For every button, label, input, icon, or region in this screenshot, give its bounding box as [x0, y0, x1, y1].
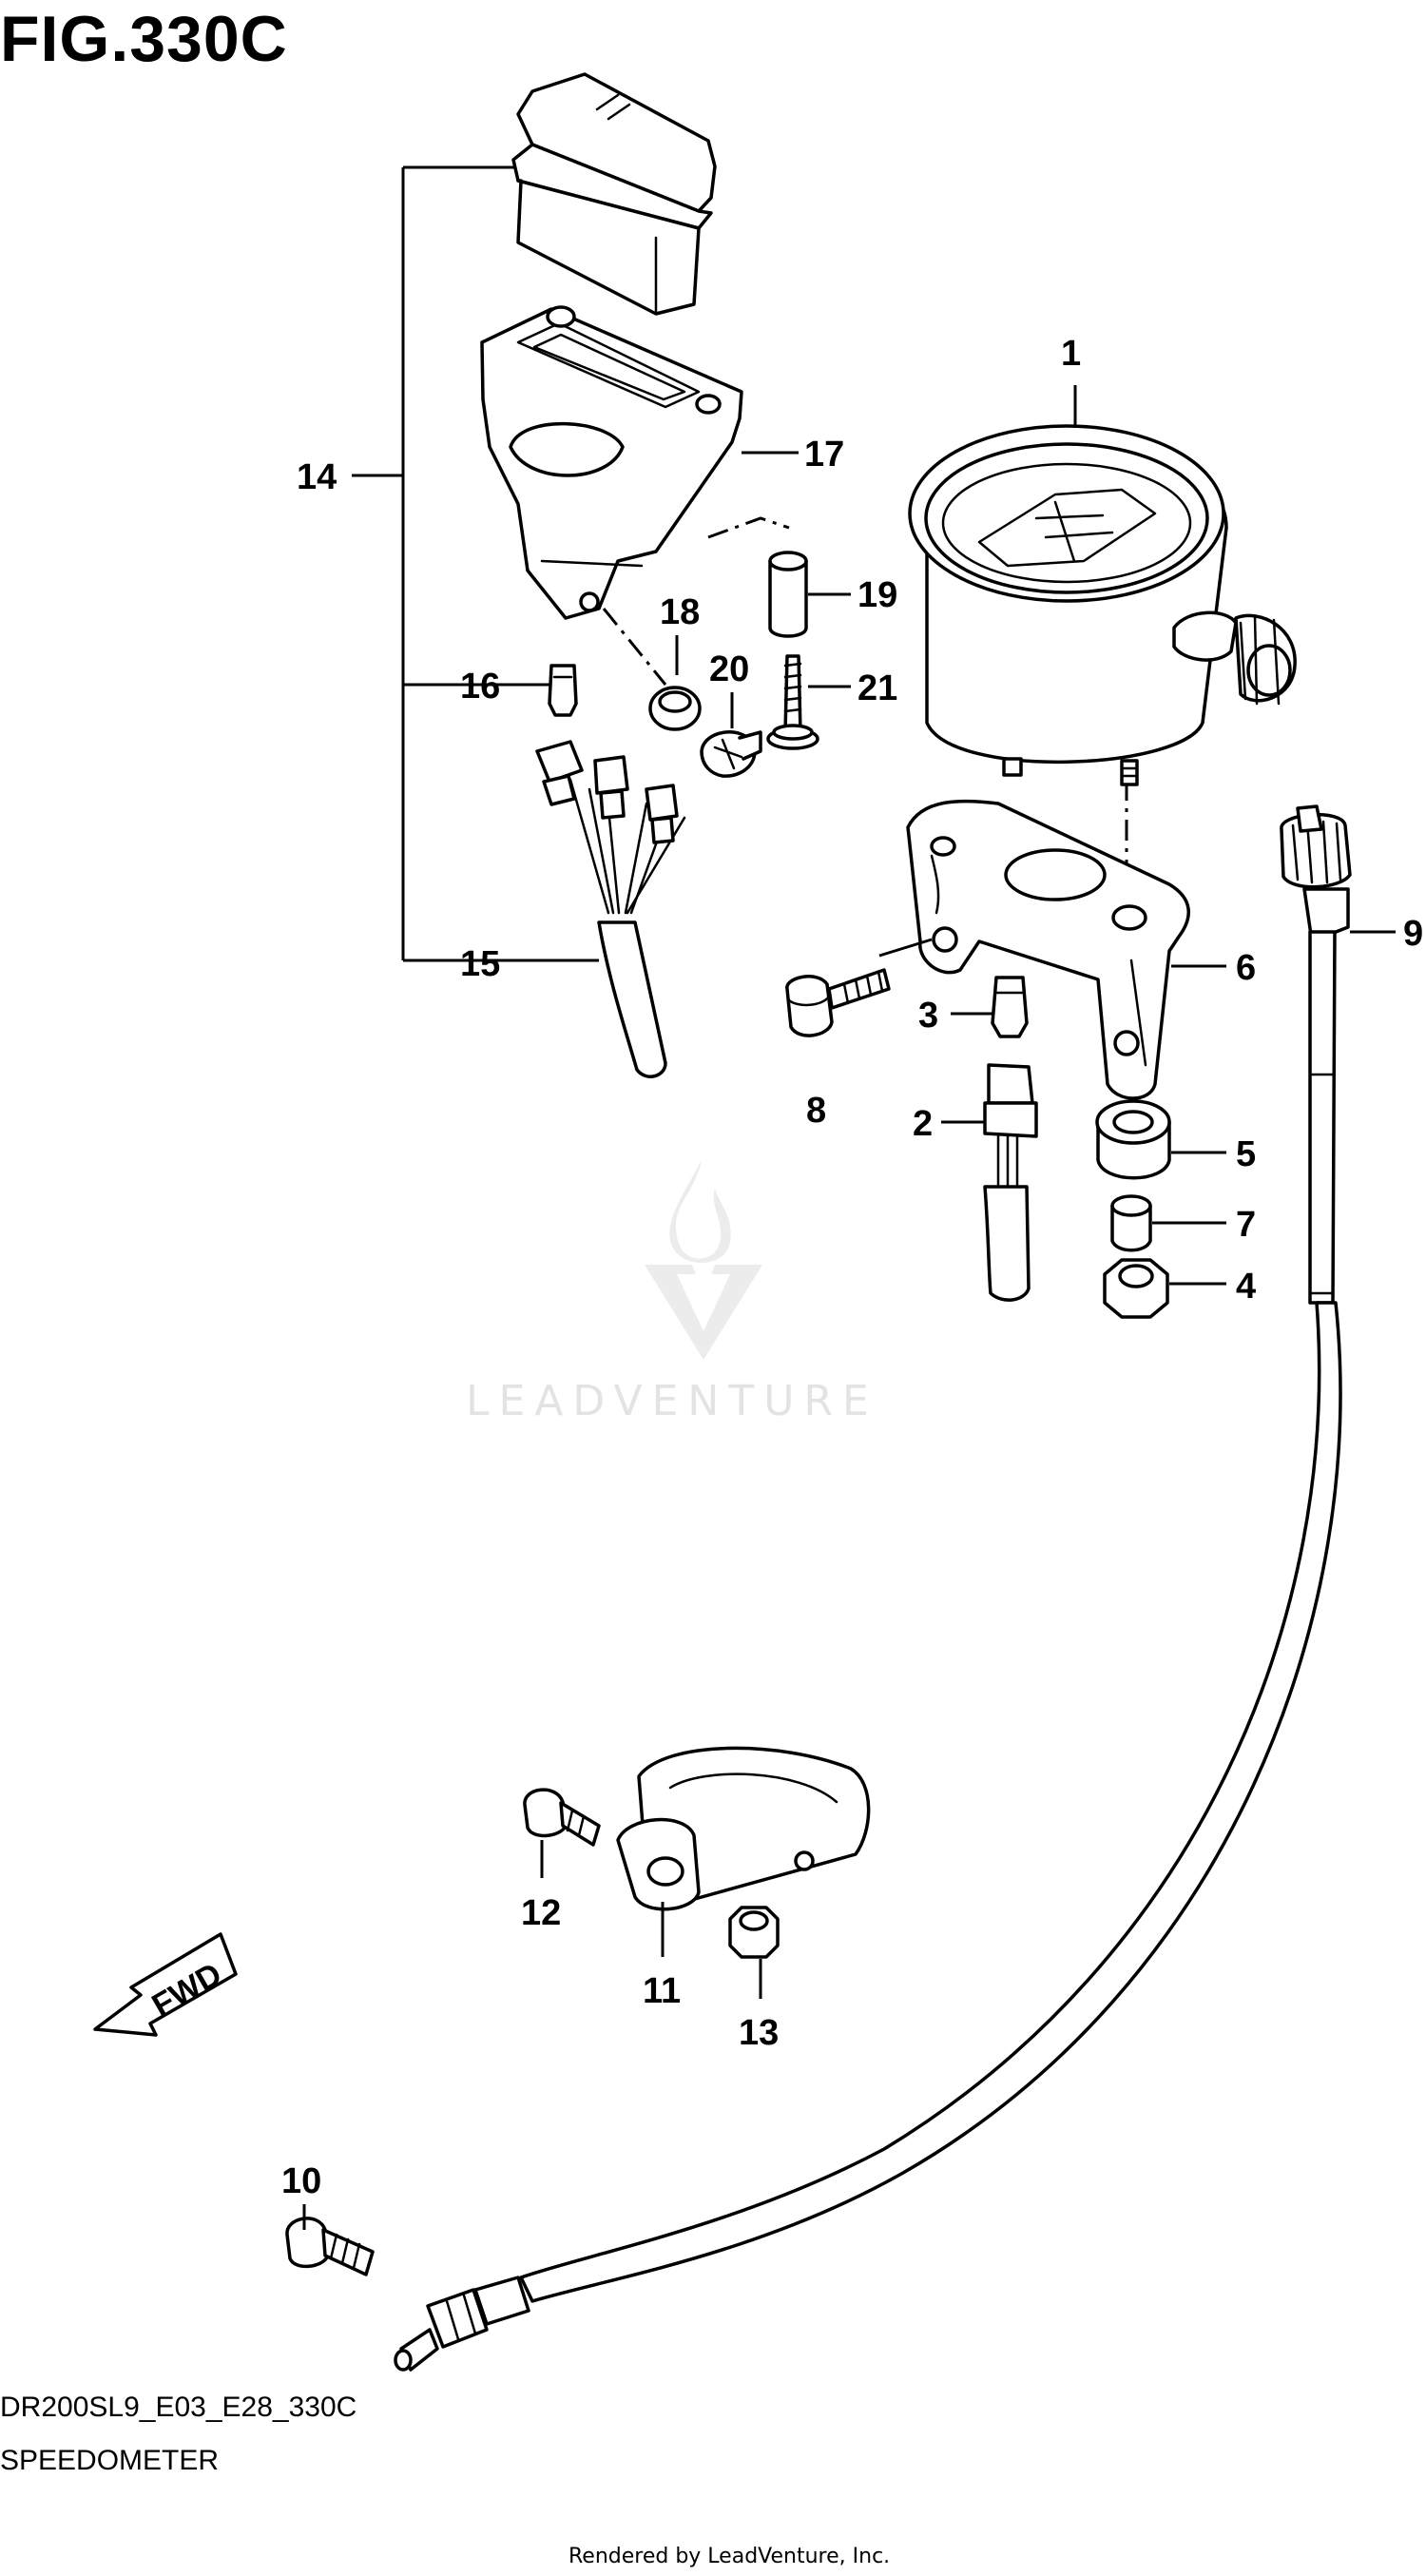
figure-title: FIG.330C: [0, 3, 288, 75]
callout-20: 20: [709, 649, 749, 689]
speedometer-meter-part: [908, 424, 1297, 786]
callout-1: 1: [1061, 334, 1081, 374]
socket-2-part: [983, 1063, 1038, 1302]
callout-19: 19: [858, 575, 897, 615]
screw-part: [700, 730, 762, 778]
diagram-code: DR200SL9_E03_E28_330C: [0, 2392, 357, 2423]
bolt-part: [766, 654, 819, 750]
callout-18: 18: [660, 592, 700, 632]
callout-17: 17: [804, 435, 844, 475]
callout-8: 8: [806, 1091, 826, 1131]
callout-line-8a: [878, 938, 933, 958]
bulb-16-part: [548, 664, 578, 717]
render-credit: Rendered by LeadVenture, Inc.: [568, 2545, 891, 2568]
callout-12: 12: [521, 1893, 561, 1933]
callout-10: 10: [281, 2161, 321, 2201]
bulb-3-part: [991, 976, 1029, 1038]
forward-arrow-icon: FWD: [93, 1932, 238, 2037]
nut-part: [1103, 1258, 1169, 1319]
callout-2: 2: [913, 1104, 933, 1144]
clamp-nut-part: [728, 1906, 780, 1959]
clamp-bolt-part: [523, 1788, 601, 1847]
damper-part: [1095, 1099, 1171, 1180]
guide-dash-18: [602, 608, 667, 686]
leadventure-flame-logo: [645, 1160, 762, 1360]
spacer-tube-part: [768, 551, 808, 638]
diagram-name: SPEEDOMETER: [0, 2445, 220, 2476]
socket-harness-part: [535, 740, 686, 1078]
callout-9: 9: [1403, 914, 1423, 954]
callout-7: 7: [1236, 1205, 1256, 1245]
callout-21: 21: [858, 668, 897, 708]
callout-5: 5: [1236, 1134, 1256, 1174]
callout-11: 11: [643, 1971, 681, 2011]
callout-numbers: 1 2 3 4 5 6 7 8 9 10 11 12 13 14 15 16 1…: [281, 334, 1423, 2201]
speedometer-cable-part: [394, 804, 1352, 2372]
collar-part: [1110, 1194, 1152, 1252]
cable-screw-part: [285, 2217, 375, 2276]
watermark-text: LEADVENTURE: [466, 1377, 878, 1425]
callout-3: 3: [918, 996, 938, 1036]
grommet-part: [648, 686, 702, 731]
guide-dash-19: [707, 516, 790, 539]
flange-bolt-part: [785, 968, 891, 1037]
cable-clamp-part: [616, 1746, 871, 1911]
callout-16: 16: [460, 667, 500, 707]
callout-13: 13: [739, 2013, 779, 2053]
callout-6: 6: [1236, 948, 1256, 988]
callout-14: 14: [297, 457, 337, 497]
meter-bracket-part: [906, 799, 1190, 1100]
lamp-cover-part: [511, 72, 717, 316]
callout-15: 15: [460, 944, 500, 984]
lamp-housing-part: [480, 305, 743, 620]
callout-4: 4: [1236, 1267, 1256, 1307]
